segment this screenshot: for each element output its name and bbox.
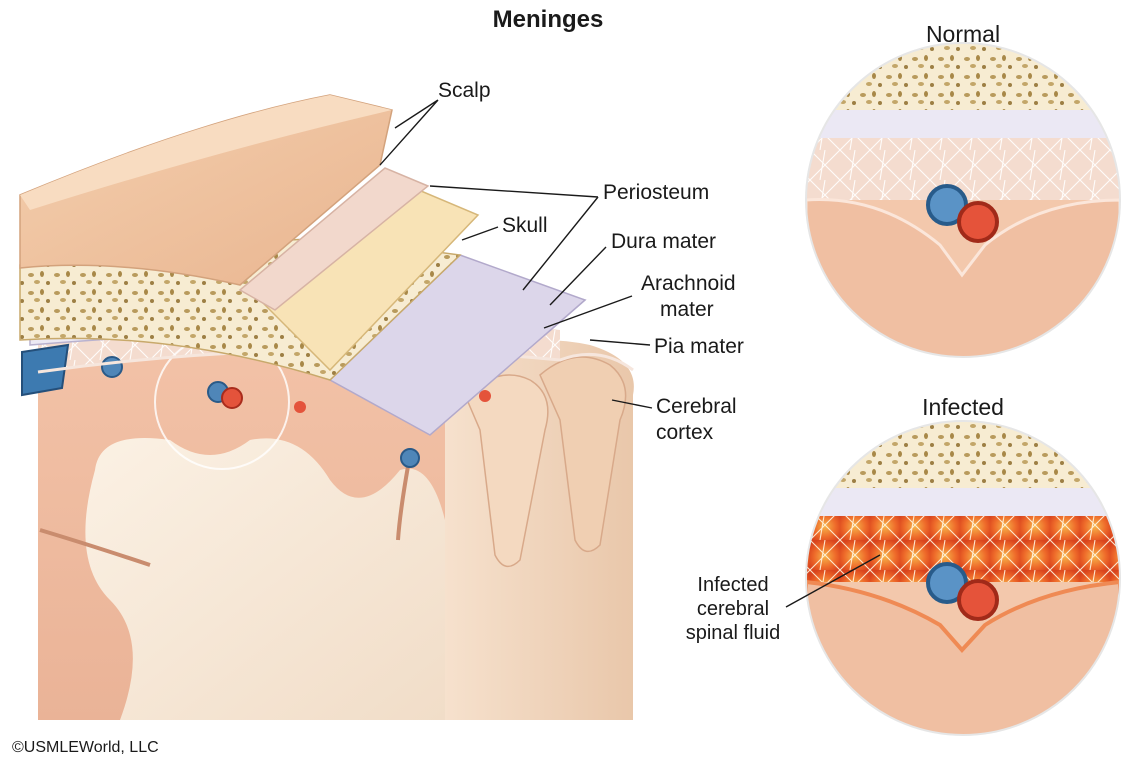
vein (101, 356, 123, 378)
periosteum-layer (238, 167, 430, 311)
vein (400, 448, 420, 468)
cerebral-cortex-label-line2: cortex (656, 421, 714, 444)
scalp-callout: Scalp (379, 79, 491, 166)
sulcus (39, 528, 151, 567)
bone-layer (806, 43, 1120, 110)
gyrus-fold (464, 374, 549, 568)
white-matter (85, 438, 445, 720)
periosteum-label: Periosteum (603, 181, 709, 204)
dura-layer (806, 488, 1120, 516)
artery (294, 401, 306, 413)
artery (221, 387, 243, 409)
artery (479, 390, 491, 402)
infected-csf-label-line3: spinal fluid (686, 622, 781, 644)
arachnoid-mater-label-line1: Arachnoid (641, 272, 736, 295)
artery (957, 579, 999, 621)
pia-mater-callout: Pia mater (589, 335, 744, 358)
infected-inset-title: Infected (922, 394, 1004, 420)
dura-mater-label: Dura mater (611, 230, 716, 253)
periosteum-callout: Periosteum (429, 181, 709, 291)
normal-inset-border (805, 42, 1121, 358)
diagram-title: Meninges (493, 6, 604, 33)
cerebral-cortex-callout: Cerebral cortex (611, 395, 737, 444)
pia-mater-label: Pia mater (654, 335, 744, 358)
skull-callout: Skull (461, 214, 548, 241)
scalp-label: Scalp (438, 79, 491, 102)
arachnoid-mater-callout: Arachnoid mater (543, 272, 736, 329)
cortex-surface (806, 198, 1120, 357)
infected-inset-border (805, 420, 1121, 736)
subarachnoid-space (806, 138, 1120, 200)
skull-label: Skull (502, 214, 548, 237)
copyright-notice: ©USMLEWorld, LLC (12, 739, 159, 756)
dura-layer (806, 110, 1120, 138)
scalp-top (20, 95, 392, 210)
artery (957, 201, 999, 243)
dura-mater-callout: Dura mater (549, 230, 716, 306)
cerebral-cortex-label-line1: Cerebral (656, 395, 737, 418)
infected-csf-label-line2: cerebral (697, 598, 769, 620)
infected-csf-callout: Infected cerebral spinal fluid (686, 554, 881, 644)
gyrus-fold (539, 356, 627, 553)
infected-csf-label-line1: Infected (697, 574, 768, 596)
bone-layer (806, 421, 1120, 488)
arachnoid-mater-label-line2: mater (660, 298, 714, 321)
cortex-surface (806, 579, 1120, 735)
